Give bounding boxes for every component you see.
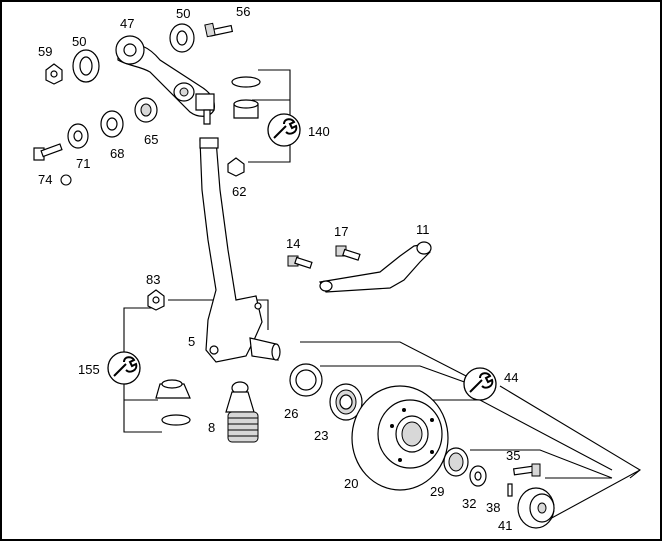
- label-32: 32: [462, 496, 476, 511]
- bushing-65: [134, 97, 158, 123]
- steering-knuckle-5: [199, 137, 281, 363]
- label-74: 74: [38, 172, 52, 187]
- clamp-nut-32: [469, 465, 487, 487]
- nut-59: [45, 63, 63, 85]
- part-labels: 59 50 47 50 56 68 65 140 71 74 62 14 17 …: [38, 4, 520, 533]
- bolt-35: [512, 463, 541, 477]
- upper-control-arm: [115, 35, 215, 125]
- ball-joint-parts-155: [155, 379, 191, 426]
- wrench-icon: [107, 351, 141, 385]
- bearing-29: [443, 447, 469, 477]
- ball-joint-8: [225, 381, 259, 443]
- seal-26: [289, 363, 323, 397]
- bolt-17: [335, 245, 361, 261]
- wrench-icon: [267, 113, 301, 147]
- washer-71: [67, 123, 89, 149]
- label-38: 38: [486, 500, 500, 515]
- label-65: 65: [144, 132, 158, 147]
- nut-62: [227, 157, 245, 177]
- bolt-74: [33, 143, 63, 161]
- dust-cap-140: [231, 76, 261, 119]
- label-50-right: 50: [176, 6, 190, 21]
- label-50-left: 50: [72, 34, 86, 49]
- grease-cap-41: [517, 487, 555, 529]
- label-5: 5: [188, 334, 195, 349]
- label-47: 47: [120, 16, 134, 31]
- brake-disc-hub-20: [351, 385, 449, 491]
- label-29: 29: [430, 484, 444, 499]
- bushing-50-left: [72, 49, 100, 83]
- leader-lines: [112, 69, 641, 521]
- pin-38: [507, 483, 513, 497]
- bearing-23: [329, 383, 363, 421]
- nut-83: [147, 289, 165, 311]
- label-83: 83: [146, 272, 160, 287]
- label-8: 8: [208, 420, 215, 435]
- wrench-icon: [463, 367, 497, 401]
- label-35: 35: [506, 448, 520, 463]
- label-17: 17: [334, 224, 348, 239]
- bushing-50-right: [169, 23, 195, 53]
- label-59: 59: [38, 44, 52, 59]
- label-56: 56: [236, 4, 250, 19]
- label-23: 23: [314, 428, 328, 443]
- label-155: 155: [78, 362, 100, 377]
- label-20: 20: [344, 476, 358, 491]
- label-14: 14: [286, 236, 300, 251]
- bolt-56: [204, 22, 234, 38]
- label-11: 11: [416, 222, 430, 237]
- bolt-14: [287, 255, 313, 269]
- label-140: 140: [308, 124, 330, 139]
- label-26: 26: [284, 406, 298, 421]
- label-68: 68: [110, 146, 124, 161]
- label-44: 44: [504, 370, 518, 385]
- label-62: 62: [232, 184, 246, 199]
- label-41: 41: [498, 518, 512, 533]
- steering-arm-11: [319, 241, 432, 293]
- label-71: 71: [76, 156, 90, 171]
- bushing-68: [100, 110, 124, 138]
- circle-marker: [60, 174, 72, 186]
